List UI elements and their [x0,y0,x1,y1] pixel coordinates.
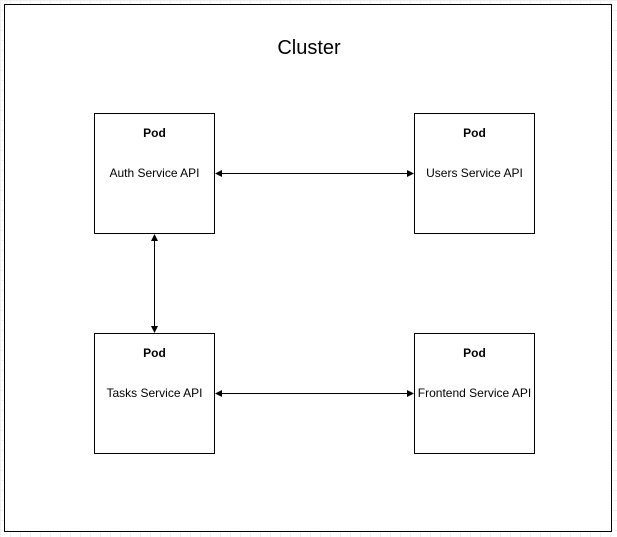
pod-label: Users Service API [426,166,523,180]
pod-title: Pod [463,346,486,360]
pod-title: Pod [143,346,166,360]
pod-title: Pod [143,126,166,140]
pod-frontend[interactable]: Pod Frontend Service API [414,333,535,454]
pod-auth[interactable]: Pod Auth Service API [94,113,215,234]
pod-label: Tasks Service API [106,386,203,400]
pod-title: Pod [463,126,486,140]
pod-label: Frontend Service API [417,386,532,400]
pod-tasks[interactable]: Pod Tasks Service API [94,333,215,454]
pod-label: Auth Service API [109,166,200,180]
cluster-title: Cluster [277,37,341,59]
pod-users[interactable]: Pod Users Service API [414,113,535,234]
